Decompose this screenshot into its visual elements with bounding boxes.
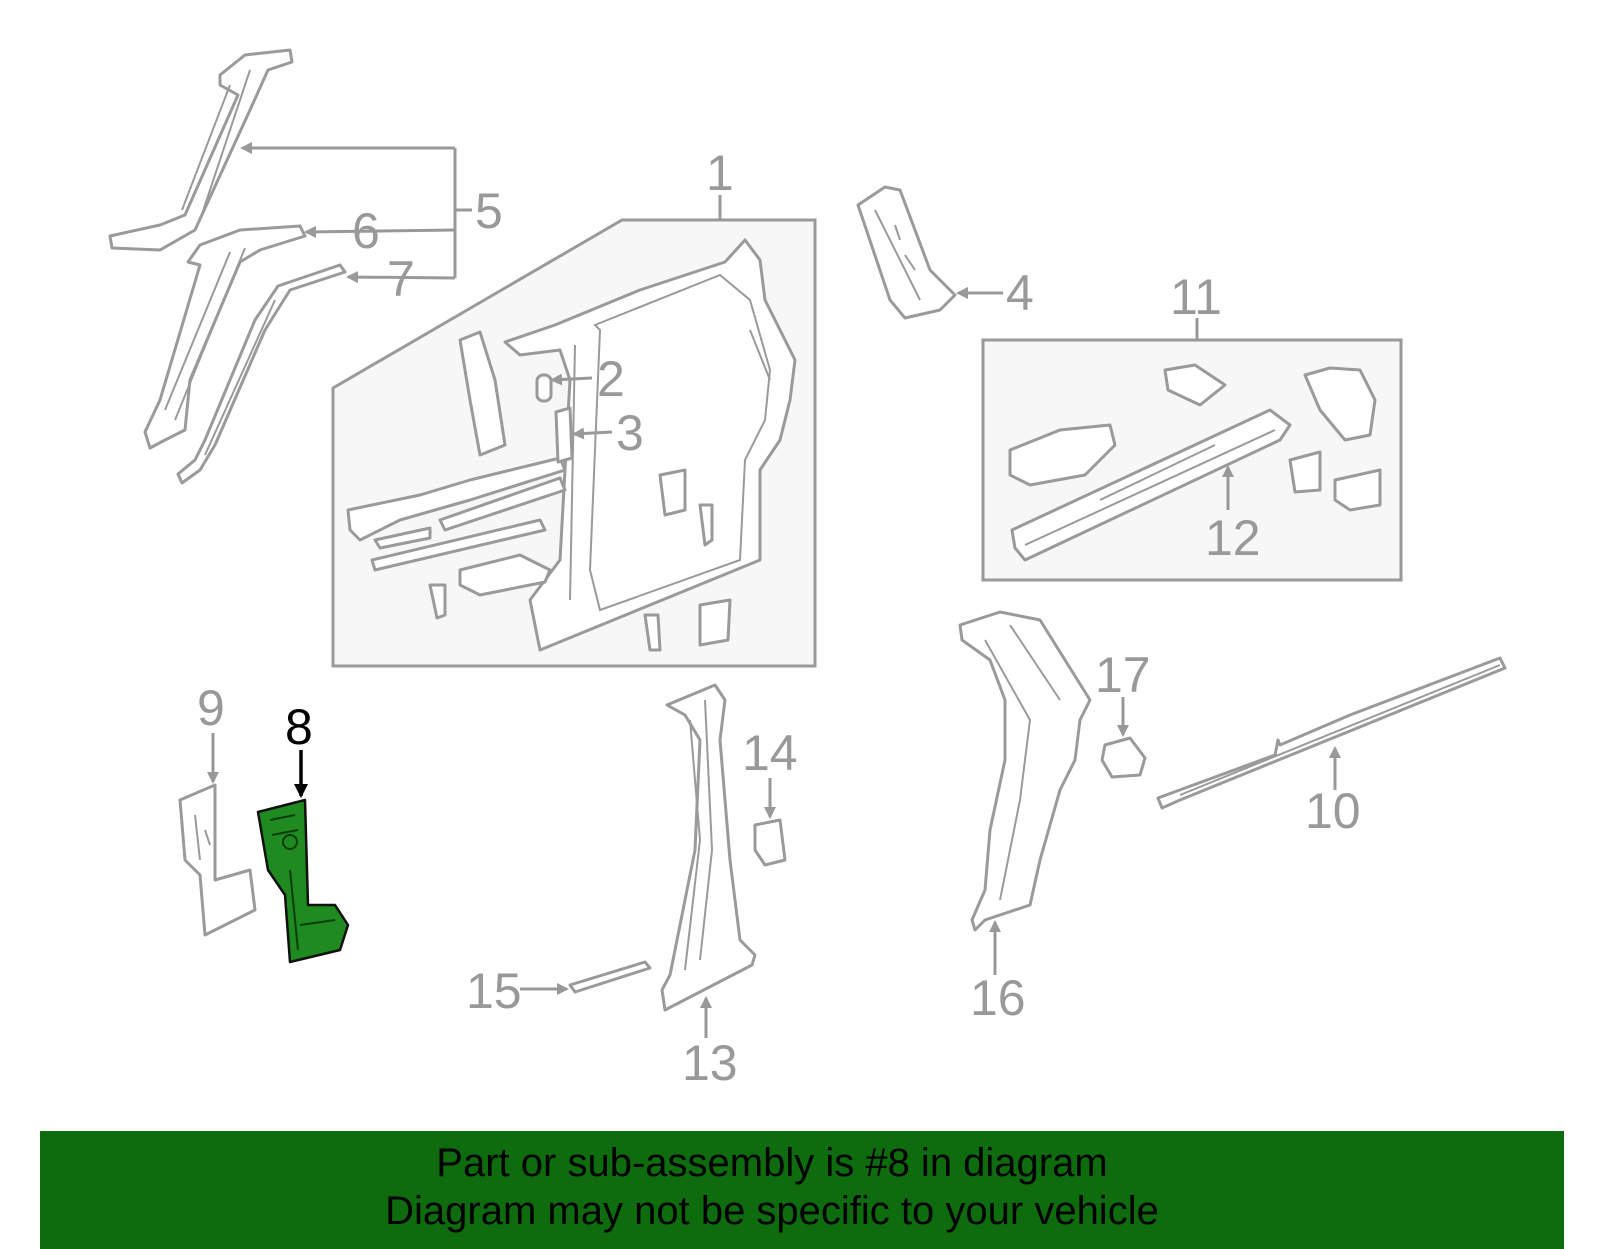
callout-3: 3 xyxy=(616,405,644,461)
callout-1: 1 xyxy=(706,145,734,201)
part-8-highlighted xyxy=(256,798,350,964)
callout-10: 10 xyxy=(1305,783,1361,839)
callout-14: 14 xyxy=(742,725,798,781)
part-15-strip xyxy=(568,960,652,994)
part-3-plate xyxy=(554,406,574,464)
callout-9: 9 xyxy=(197,680,225,736)
part-13-pillar xyxy=(660,683,757,1012)
part-2-plug xyxy=(535,373,553,403)
part-12-rocker-reinforcement xyxy=(1008,363,1382,562)
callout-4: 4 xyxy=(1006,265,1034,321)
part-14-bracket xyxy=(753,818,787,867)
banner-line-2: Diagram may not be specific to your vehi… xyxy=(385,1189,1159,1233)
part-10-rocker xyxy=(1156,656,1507,810)
part-6-pillar xyxy=(143,224,307,450)
part-7-pillar xyxy=(176,263,347,485)
callout-16: 16 xyxy=(970,970,1026,1026)
callout-6: 6 xyxy=(352,203,380,259)
callout-17: 17 xyxy=(1095,647,1151,703)
callout-5: 5 xyxy=(475,183,503,239)
part-5-pillar xyxy=(108,48,294,252)
banner-line-1: Part or sub-assembly is #8 in diagram xyxy=(436,1141,1108,1185)
part-4-bracket xyxy=(856,185,957,320)
callout-15: 15 xyxy=(466,963,522,1019)
callout-8: 8 xyxy=(285,699,313,755)
part-1-side-frame xyxy=(346,238,797,652)
info-banner: Part or sub-assembly is #8 in diagram Di… xyxy=(40,1131,1564,1249)
part-9-panel xyxy=(178,783,257,937)
part-16-pillar xyxy=(958,610,1092,932)
callout-7: 7 xyxy=(387,251,415,307)
callout-11: 11 xyxy=(1170,269,1222,325)
callout-13: 13 xyxy=(682,1035,738,1091)
callout-2: 2 xyxy=(597,351,625,407)
part-17-bracket xyxy=(1100,736,1147,779)
callout-12: 12 xyxy=(1205,510,1261,566)
